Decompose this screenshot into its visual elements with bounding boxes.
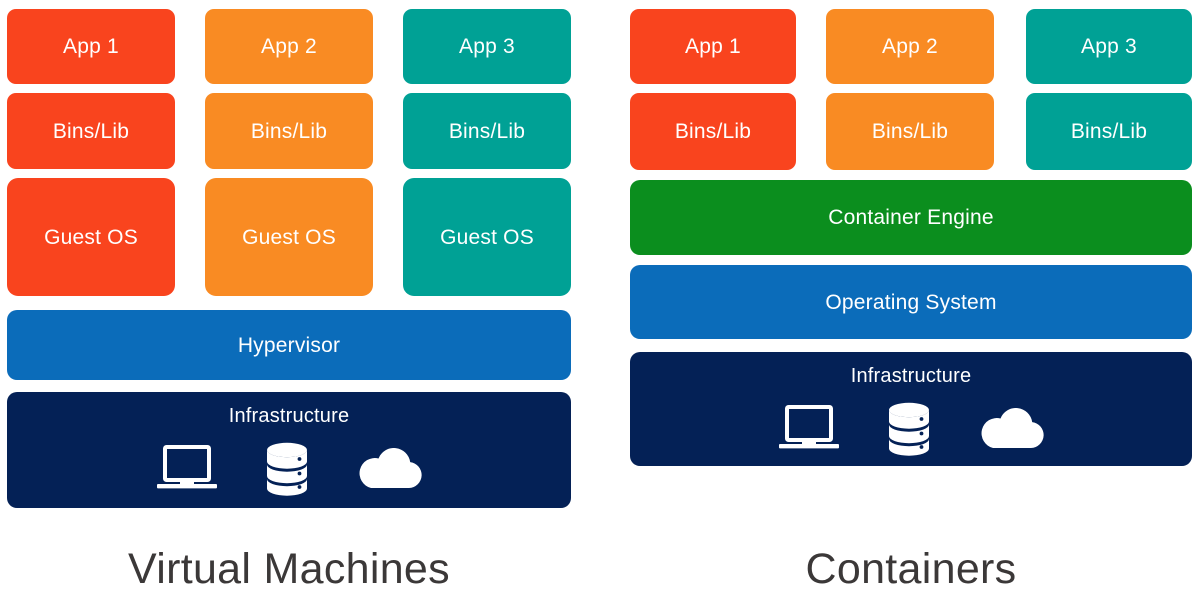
vm-bins-lib-3-label: Bins/Lib <box>448 119 526 143</box>
ct-bins-lib-1-block[interactable]: Bins/Lib <box>630 93 796 170</box>
ct-operating-system-block[interactable]: Operating System <box>630 265 1192 339</box>
vm-infrastructure-label: Infrastructure <box>228 405 350 427</box>
ct-bins-lib-2-block[interactable]: Bins/Lib <box>826 93 994 170</box>
ct-bins-lib-3-block[interactable]: Bins/Lib <box>1026 93 1192 170</box>
vm-app-2-block[interactable]: App 2 <box>205 9 373 84</box>
vm-app-2-label: App 2 <box>261 35 317 58</box>
vm-guest-os-1-label: Guest OS <box>44 225 138 249</box>
ct-operating-system-label: Operating System <box>825 290 997 314</box>
vm-guest-os-3-label: Guest OS <box>440 225 534 249</box>
cloud-icon <box>356 448 422 490</box>
vm-guest-os-3-block[interactable]: Guest OS <box>403 178 571 296</box>
ct-container-engine-label: Container Engine <box>828 206 994 229</box>
vm-app-1-block[interactable]: App 1 <box>7 9 175 84</box>
ct-bins-lib-3-label: Bins/Lib <box>1070 120 1148 143</box>
ct-infrastructure-icons <box>778 402 1044 456</box>
ct-app-1-label: App 1 <box>685 35 741 58</box>
virtual-machines-caption: Virtual Machines <box>128 545 450 593</box>
ct-bins-lib-1-label: Bins/Lib <box>674 120 752 143</box>
ct-bins-lib-2-label: Bins/Lib <box>871 120 949 143</box>
vm-app-3-label: App 3 <box>459 35 515 58</box>
vm-bins-lib-2-label: Bins/Lib <box>250 119 328 143</box>
vm-hypervisor-block[interactable]: Hypervisor <box>7 310 571 380</box>
ct-app-2-block[interactable]: App 2 <box>826 9 994 84</box>
laptop-icon <box>156 445 218 493</box>
vm-guest-os-2-label: Guest OS <box>242 225 336 249</box>
vm-bins-lib-1-block[interactable]: Bins/Lib <box>7 93 175 169</box>
vm-bins-lib-3-block[interactable]: Bins/Lib <box>403 93 571 169</box>
vm-hypervisor-label: Hypervisor <box>237 333 341 357</box>
database-icon <box>264 442 310 496</box>
ct-app-3-label: App 3 <box>1081 35 1137 58</box>
ct-infrastructure-label: Infrastructure <box>850 365 972 387</box>
database-icon <box>886 402 932 456</box>
vm-infrastructure-block[interactable]: Infrastructure <box>7 392 571 508</box>
vm-guest-os-2-block[interactable]: Guest OS <box>205 178 373 296</box>
ct-app-3-block[interactable]: App 3 <box>1026 9 1192 84</box>
vm-app-1-label: App 1 <box>63 35 119 58</box>
ct-app-2-label: App 2 <box>882 35 938 58</box>
vm-guest-os-1-block[interactable]: Guest OS <box>7 178 175 296</box>
containers-caption: Containers <box>805 545 1017 593</box>
vm-app-3-block[interactable]: App 3 <box>403 9 571 84</box>
ct-infrastructure-block[interactable]: Infrastructure <box>630 352 1192 466</box>
cloud-icon <box>978 408 1044 450</box>
vm-bins-lib-1-label: Bins/Lib <box>52 119 130 143</box>
ct-container-engine-block[interactable]: Container Engine <box>630 180 1192 255</box>
laptop-icon <box>778 405 840 453</box>
vm-bins-lib-2-block[interactable]: Bins/Lib <box>205 93 373 169</box>
ct-app-1-block[interactable]: App 1 <box>630 9 796 84</box>
vm-infrastructure-icons <box>156 442 422 496</box>
